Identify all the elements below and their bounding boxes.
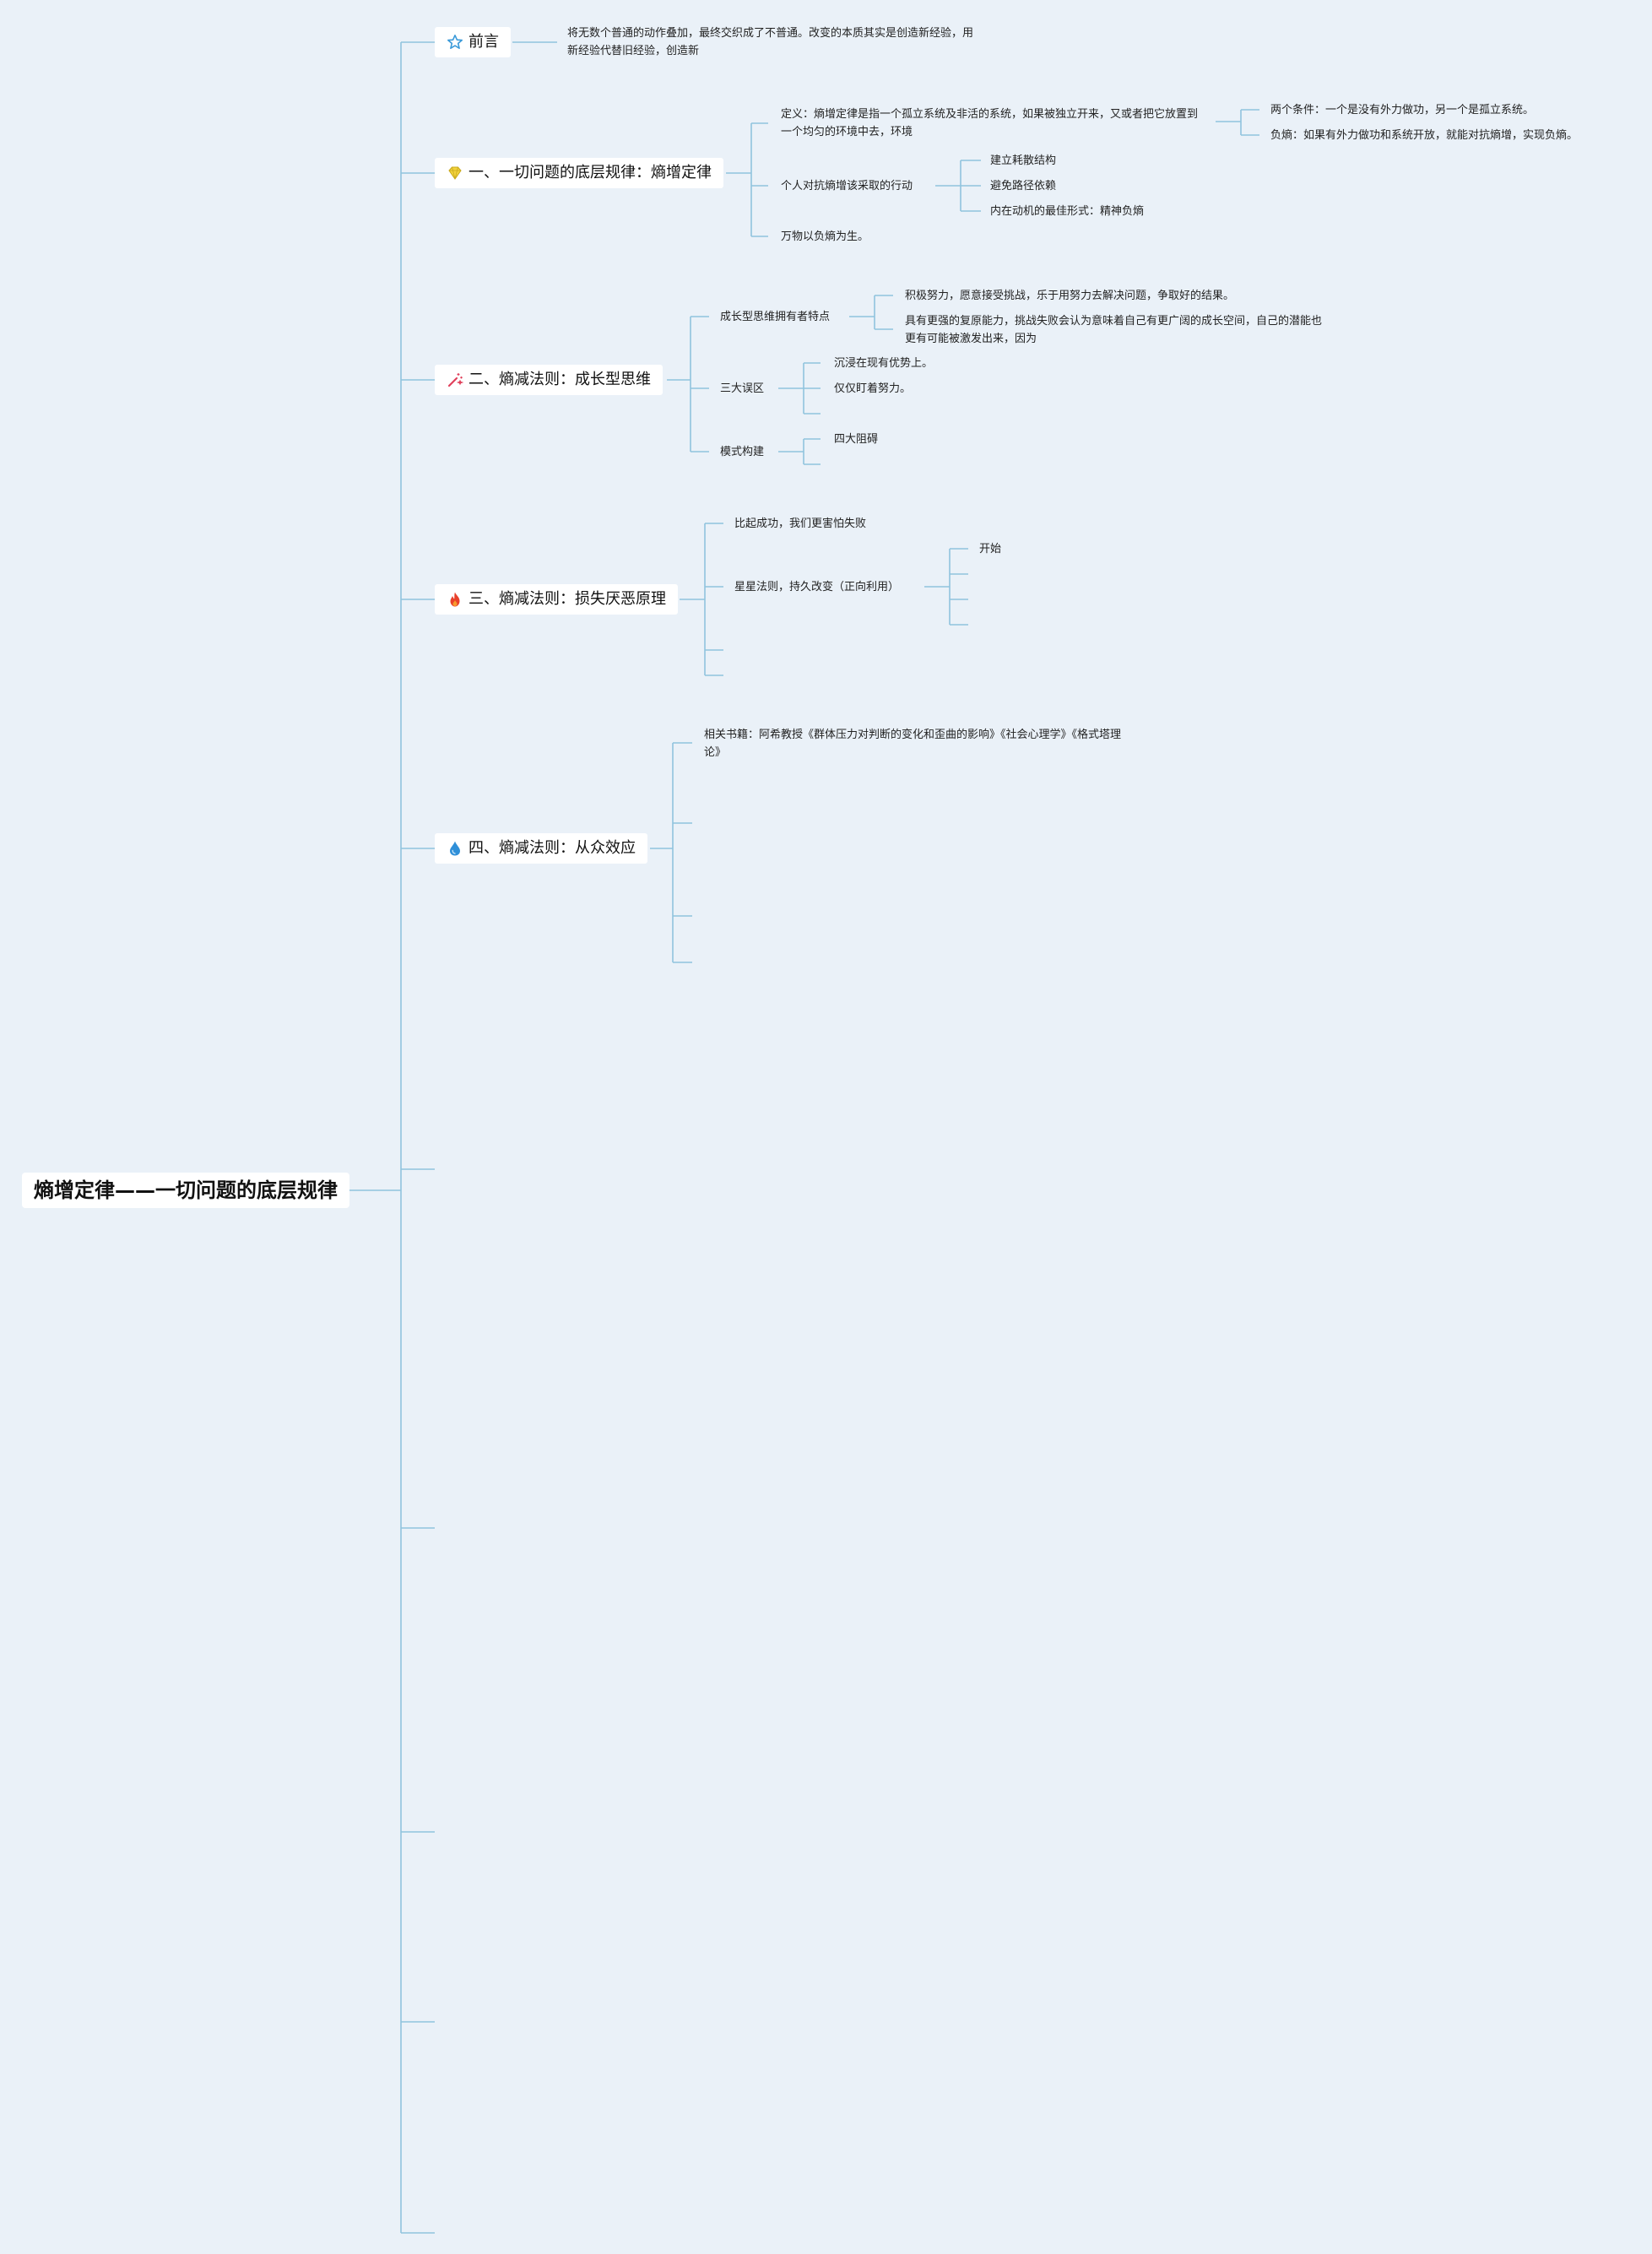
two-conditions[interactable]: 两个条件：一个是没有外力做功，另一个是孤立系统。 bbox=[1270, 104, 1535, 116]
pattern-item[interactable]: 四大阻碍 bbox=[834, 433, 879, 446]
three-misconceptions[interactable]: 三大误区 bbox=[720, 382, 765, 395]
topic-preface[interactable]: 前言 bbox=[435, 27, 511, 57]
topic-label: 四、熵减法则：从众效应 bbox=[469, 839, 636, 857]
related-books[interactable]: 相关书籍：阿希教授《群体压力对判断的变化和歪曲的影响》《社会心理学》《格式塔理论… bbox=[704, 729, 1122, 759]
trait-item[interactable]: 积极努力，愿意接受挑战，乐于用努力去解决问题，争取好的结果。 bbox=[905, 290, 1235, 302]
water-drop-icon bbox=[447, 840, 463, 857]
negentropy[interactable]: 负熵：如果有外力做功和系统开放，就能对抗熵增，实现负熵。 bbox=[1270, 129, 1579, 142]
misconception-item[interactable]: 仅仅盯着努力。 bbox=[834, 382, 912, 395]
star-rule-item[interactable]: 开始 bbox=[979, 543, 1002, 555]
misconception-item[interactable]: 沉浸在现有优势上。 bbox=[834, 357, 934, 370]
entropy-definition[interactable]: 定义：熵增定律是指一个孤立系统及非活的系统，如果被独立开来，又或者把它放置到一个… bbox=[781, 108, 1199, 138]
topic-label: 一、一切问题的底层规律：熵增定律 bbox=[469, 164, 712, 182]
topic-label: 前言 bbox=[469, 33, 499, 51]
magic-wand-icon bbox=[447, 371, 463, 388]
preface-text[interactable]: 将无数个普通的动作叠加，最终交织成了不普通。改变的本质其实是创造新经验，用新经验… bbox=[567, 27, 974, 57]
individual-actions[interactable]: 个人对抗熵增该采取的行动 bbox=[781, 180, 913, 192]
root-topic[interactable]: 熵增定律——一切问题的底层规律 bbox=[22, 1173, 349, 1208]
action-item[interactable]: 建立耗散结构 bbox=[990, 154, 1057, 167]
trait-item[interactable]: 具有更强的复原能力，挑战失败会认为意味着自己有更广阔的成长空间，自己的潜能也更有… bbox=[905, 315, 1323, 345]
topic-growth-mindset[interactable]: 二、熵减法则：成长型思维 bbox=[435, 365, 663, 395]
action-item[interactable]: 避免路径依赖 bbox=[990, 180, 1057, 192]
topic-entropy-law[interactable]: 一、一切问题的底层规律：熵增定律 bbox=[435, 158, 723, 188]
all-things-negentropy[interactable]: 万物以负熵为生。 bbox=[781, 230, 869, 243]
topic-label: 二、熵减法则：成长型思维 bbox=[469, 371, 651, 388]
growth-traits[interactable]: 成长型思维拥有者特点 bbox=[720, 311, 831, 323]
fire-icon bbox=[447, 591, 463, 608]
gem-icon bbox=[447, 165, 463, 182]
fear-of-failure[interactable]: 比起成功，我们更害怕失败 bbox=[734, 517, 867, 530]
pattern-building[interactable]: 模式构建 bbox=[720, 446, 765, 458]
topic-label: 三、熵减法则：损失厌恶原理 bbox=[469, 590, 666, 608]
star-outline-icon bbox=[447, 34, 463, 51]
star-rule[interactable]: 星星法则，持久改变（正向利用） bbox=[734, 581, 900, 593]
topic-loss-aversion[interactable]: 三、熵减法则：损失厌恶原理 bbox=[435, 584, 678, 615]
topic-conformity[interactable]: 四、熵减法则：从众效应 bbox=[435, 833, 647, 864]
action-item[interactable]: 内在动机的最佳形式：精神负熵 bbox=[990, 205, 1145, 218]
